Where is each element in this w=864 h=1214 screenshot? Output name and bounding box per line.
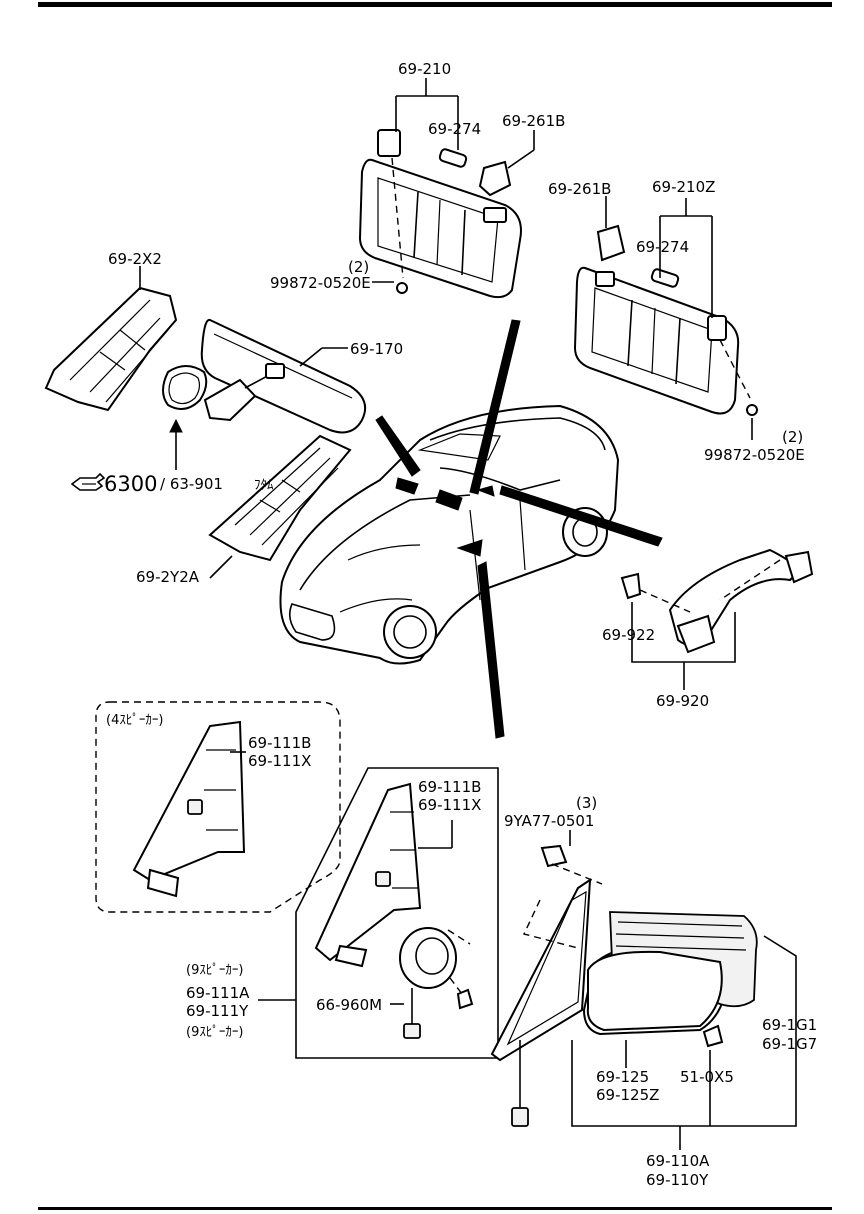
label-group-9sp-b: (9ｽﾋﾟｰｶｰ) [186, 1025, 243, 1040]
mirror-leader [299, 347, 323, 367]
leader-mirror-bold [375, 415, 421, 477]
label-69-2x2: 69-2X2 [108, 250, 162, 268]
rear-view-mirror [200, 318, 366, 434]
sun-visor-right [573, 224, 758, 416]
label-qty-2-b: (2) [782, 428, 803, 446]
bottom-border [38, 1207, 832, 1210]
cover-leader [209, 555, 233, 579]
label-51-0x5: 51-0X5 [680, 1068, 734, 1086]
label-69-274-b: 69-274 [636, 238, 689, 256]
door-tweeter-9sp [314, 782, 422, 968]
label-69-111a: 69-111A [186, 984, 250, 1002]
label-69-1g1: 69-1G1 [762, 1016, 817, 1034]
label-69-274-a: 69-274 [428, 120, 481, 138]
label-69-2y2a: 69-2Y2A [136, 568, 200, 586]
pointing-hand-icon [70, 472, 106, 491]
label-ref-63901: / 63-901 [160, 475, 223, 493]
label-69-111x-a: 69-111X [248, 752, 311, 770]
label-9ya77: 9YA77-0501 [504, 812, 594, 830]
leader-grip-bold [499, 485, 663, 547]
console-cover [208, 434, 352, 562]
top-border [38, 2, 832, 7]
vanity-lamp-leader-2 [507, 149, 535, 169]
label-69-922: 69-922 [602, 626, 655, 644]
label-69-125z: 69-125Z [596, 1086, 659, 1104]
speaker-4-group-box [95, 701, 341, 913]
speaker-9-group-box [295, 767, 499, 1059]
label-69-110y: 69-110Y [646, 1171, 709, 1189]
label-group-9sp-a: (9ｽﾋﾟｰｶｰ) [186, 963, 243, 978]
label-69-110a: 69-110A [646, 1152, 710, 1170]
leader-visor-bold [469, 319, 521, 495]
visor-left-bracket [395, 95, 459, 150]
map-lamp-lens [162, 365, 208, 410]
label-69-261b-a: 69-261B [502, 112, 565, 130]
label-66-960m: 66-960M [316, 996, 382, 1014]
label-69-261b-b: 69-261B [548, 180, 611, 198]
label-qty-2-a: (2) [348, 258, 369, 276]
label-69-210: 69-210 [398, 60, 451, 78]
door-tweeter-4sp [132, 720, 246, 898]
sun-visor-left [358, 129, 522, 299]
label-group-4sp: (4ｽﾋﾟｰｶｰ) [106, 713, 163, 728]
label-99872-a: 99872-0520E [270, 274, 371, 292]
door-mirror [490, 844, 758, 1127]
label-69-111b-a: 69-111B [248, 734, 311, 752]
tweeter-speaker [399, 927, 474, 1039]
overhead-console [44, 286, 178, 412]
label-ref-6300: 6300 [104, 472, 157, 496]
label-99872-b: 99872-0520E [704, 446, 805, 464]
label-69-170: 69-170 [350, 340, 403, 358]
label-69-210z: 69-210Z [652, 178, 715, 196]
label-69-111x-b: 69-111X [418, 796, 481, 814]
arrow-up-icon [169, 418, 183, 433]
label-ref-note: ﾌﾀﾑ [254, 478, 274, 493]
assist-grip [620, 548, 814, 654]
leader-door-bold [477, 561, 505, 739]
label-69-111y: 69-111Y [186, 1002, 249, 1020]
label-69-920: 69-920 [656, 692, 709, 710]
mirror-bracket [571, 935, 797, 1127]
label-69-1g7: 69-1G7 [762, 1035, 817, 1053]
label-69-125: 69-125 [596, 1068, 649, 1086]
label-69-111b-b: 69-111B [418, 778, 481, 796]
label-qty-3: (3) [576, 794, 597, 812]
